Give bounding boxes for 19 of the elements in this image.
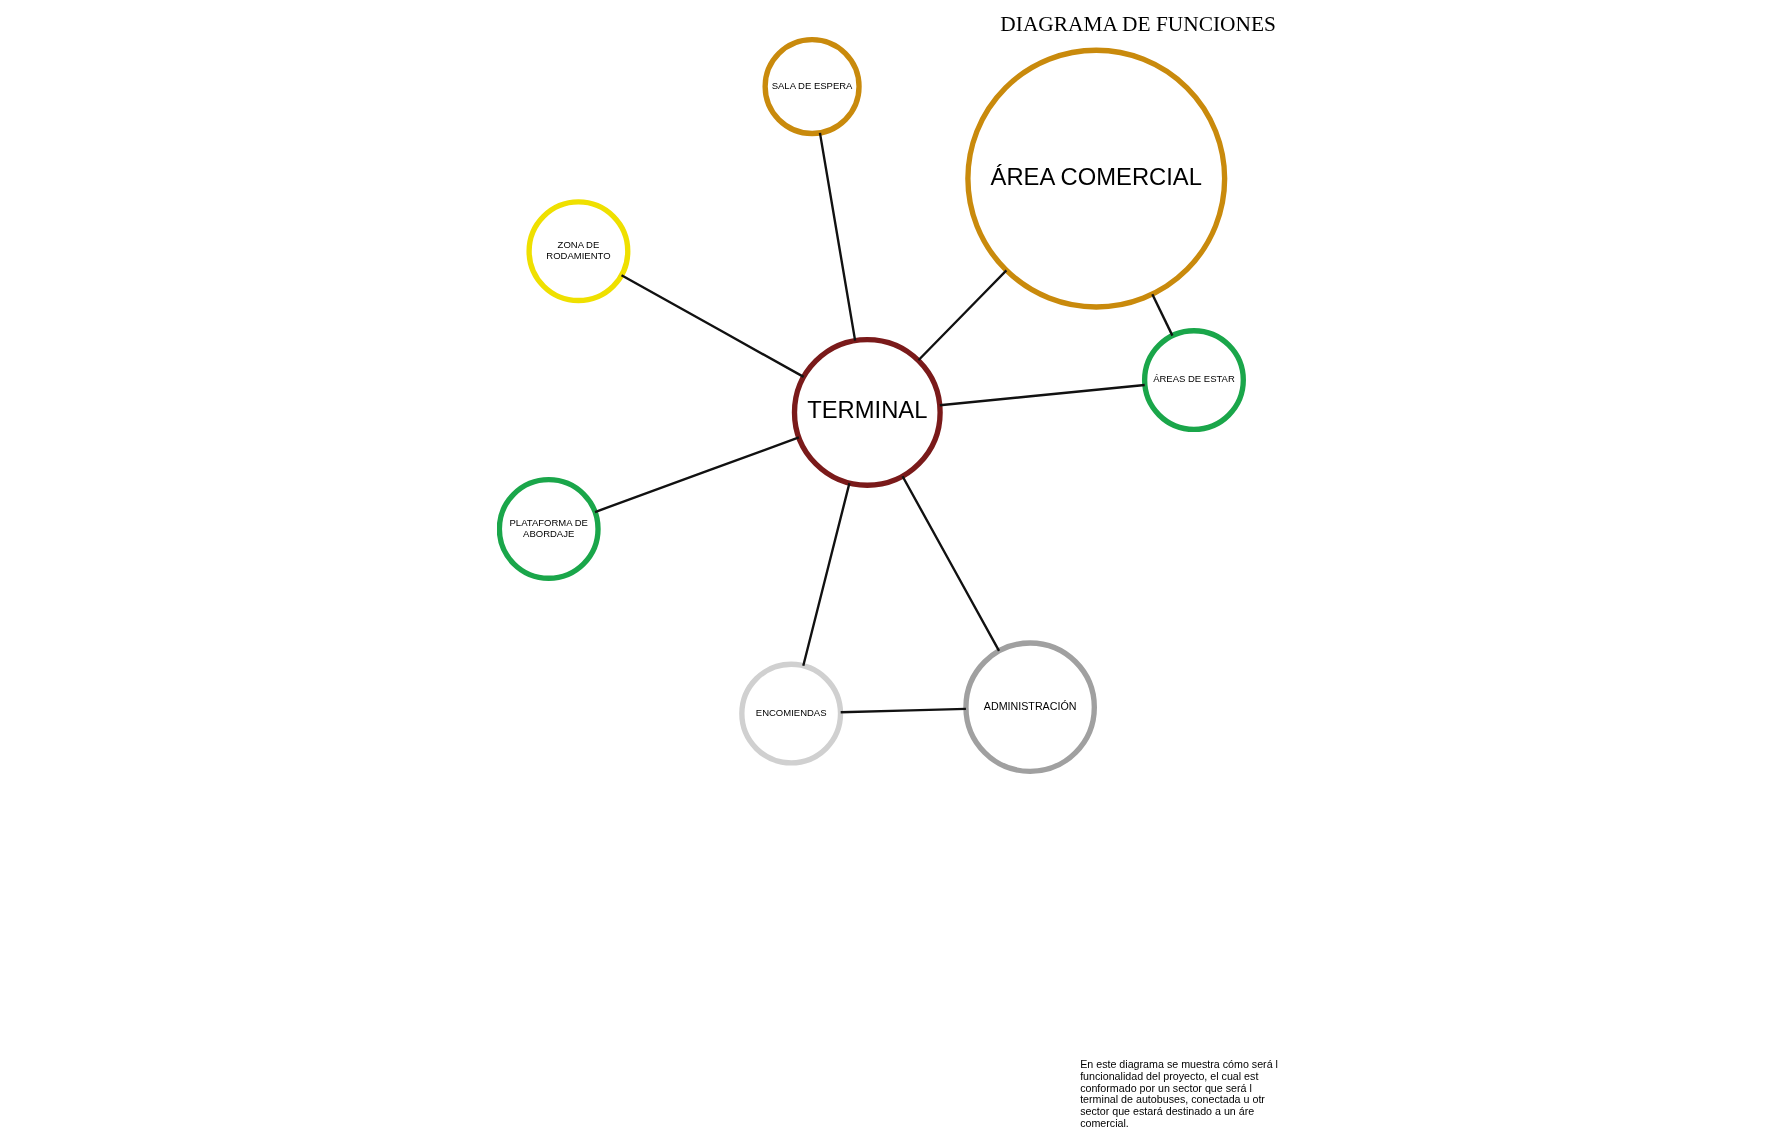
node-circle: TERMINAL xyxy=(791,336,943,488)
connector xyxy=(594,436,800,514)
connector xyxy=(917,269,1008,362)
connector xyxy=(840,707,966,714)
connector xyxy=(802,482,851,667)
node-circle: ADMINISTRACIÓN xyxy=(963,640,1097,774)
connector xyxy=(818,132,857,341)
connector xyxy=(620,274,805,378)
node-circle: SALA DE ESPERA xyxy=(762,36,862,137)
node-circle: ENCOMIENDAS xyxy=(739,661,844,766)
node-circle: ZONA DE RODAMIENTO xyxy=(526,199,631,304)
diagram-title: DIAGRAMA DE FUNCIONES xyxy=(1000,11,1276,36)
connector xyxy=(939,383,1145,407)
node-circle: PLATAFORMA DE ABORDAJE xyxy=(497,476,601,581)
label: En este diagrama se muestra cómo será l funcionalidad del proyecto, el cual est conformado por un sector que será l terminal de autobuses, conectada u otr sector que estará destinado a un áre comercial. xyxy=(1080,1057,1278,1130)
connector xyxy=(901,475,1001,652)
node-circle: ÁREAS DE ESTAR xyxy=(1141,328,1246,433)
node-circle: ÁREA COMERCIAL xyxy=(965,47,1228,310)
connector xyxy=(1151,293,1174,337)
